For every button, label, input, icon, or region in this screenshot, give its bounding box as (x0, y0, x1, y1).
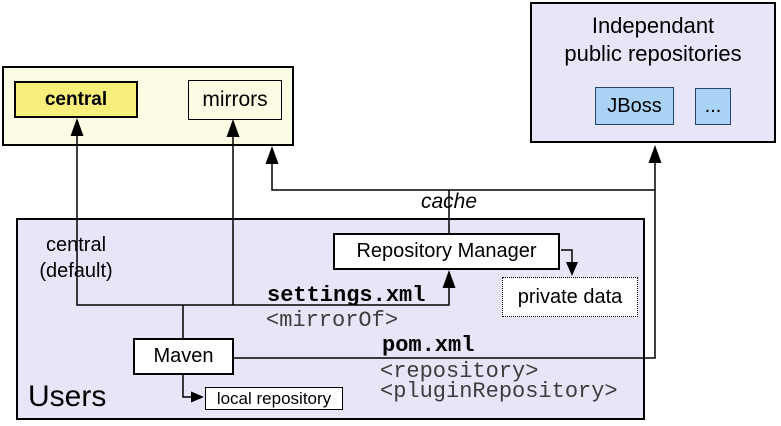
independent-title-line1: Independant (591, 13, 715, 38)
maven-label: Maven (153, 345, 214, 367)
jboss-repo-box: JBoss (595, 87, 674, 125)
pom-xml-annotation: pom.xml (382, 333, 475, 358)
users-label: Users (28, 380, 107, 413)
arrowhead-cache (265, 146, 279, 164)
private-data-label: private data (517, 285, 623, 308)
central-default-line2: (default) (39, 260, 113, 282)
plugin-repository-tag-annotation: <pluginRepository> (380, 379, 618, 404)
jboss-repo-label: JBoss (607, 94, 662, 117)
independent-title-line2: public repositories (564, 41, 742, 66)
mirror-of-annotation: <mirrorOf> (266, 308, 399, 333)
cache-annotation: cache (420, 190, 478, 213)
settings-xml-annotation: settings.xml (267, 283, 426, 308)
central-default-label: central (default) (26, 232, 126, 284)
independent-repos-box: Independant public repositories JBoss ..… (530, 2, 776, 143)
central-repo-label: central (44, 88, 108, 110)
mirrors-repo-label: mirrors (202, 88, 268, 111)
users-box: central (default) Users Repository Manag… (16, 218, 645, 420)
repository-manager-box: Repository Manager (333, 233, 560, 270)
central-repo-box: central (14, 81, 138, 118)
local-repository-box: local repository (205, 387, 343, 410)
mirrors-repo-box: mirrors (188, 80, 282, 120)
independent-repos-title: Independant public repositories (532, 12, 774, 68)
repository-manager-label: Repository Manager (356, 240, 537, 262)
central-default-line1: central (45, 234, 107, 256)
repository-tag-annotation: <repository> (380, 359, 539, 384)
arrowhead-independent (648, 145, 662, 163)
other-repos-box: ... (695, 88, 731, 125)
private-data-box: private data (502, 277, 638, 317)
local-repository-label: local repository (216, 388, 332, 408)
maven-box: Maven (133, 338, 234, 375)
other-repos-label: ... (704, 95, 722, 117)
